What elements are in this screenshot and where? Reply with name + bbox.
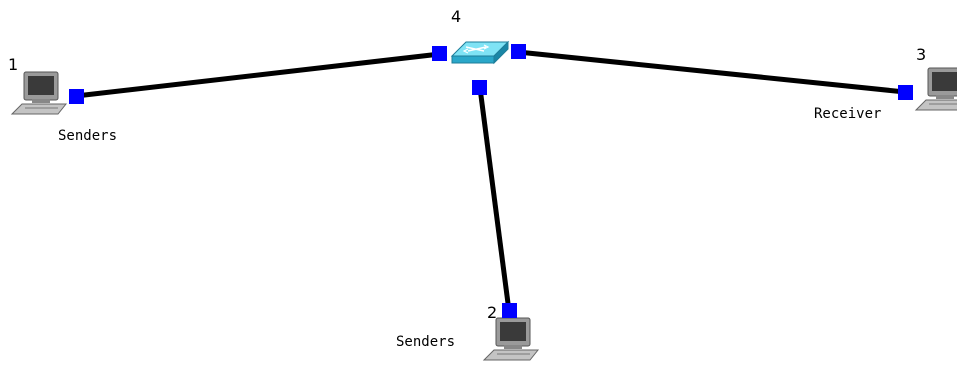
desktop-computer-icon	[914, 67, 957, 111]
port-1[interactable]	[69, 89, 84, 104]
node-3[interactable]: 3 Receiver	[814, 45, 957, 122]
link-4-1	[75, 51, 441, 99]
network-switch-icon	[450, 40, 510, 65]
port-2[interactable]	[502, 303, 517, 318]
node-1[interactable]: 1 Senders	[8, 55, 117, 144]
node-3-label: Receiver	[814, 106, 881, 122]
port-4-right[interactable]	[511, 44, 526, 59]
port-4-bottom[interactable]	[472, 80, 487, 95]
node-4[interactable]: 4	[432, 7, 526, 95]
node-3-number: 3	[916, 45, 926, 64]
node-4-number: 4	[451, 7, 461, 26]
link-4-2	[477, 87, 512, 312]
node-2-number: 2	[487, 303, 497, 322]
desktop-computer-icon	[10, 71, 68, 115]
node-1-number: 1	[8, 55, 18, 74]
port-3[interactable]	[898, 85, 913, 100]
node-1-label: Senders	[58, 128, 117, 144]
links-layer	[75, 49, 906, 312]
link-4-3	[517, 49, 906, 95]
node-2-label: Senders	[396, 334, 455, 350]
desktop-computer-icon	[482, 317, 540, 361]
port-4-left[interactable]	[432, 46, 447, 61]
node-2[interactable]: 2 Senders	[396, 303, 540, 361]
